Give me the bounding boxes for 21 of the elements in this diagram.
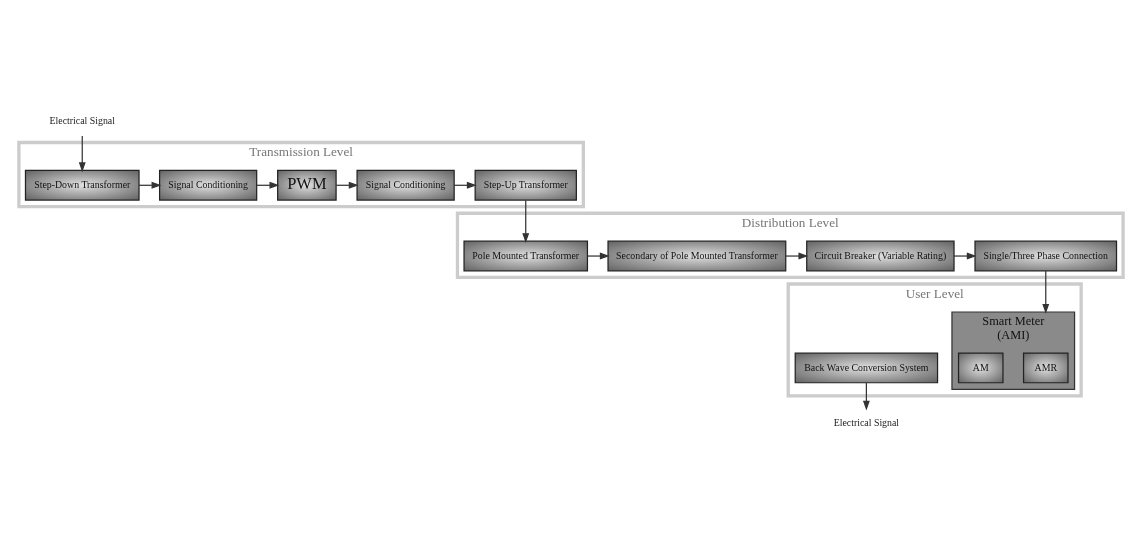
node-box: Pole Mounted Transformer [463,240,589,271]
node-box: AMR [1022,352,1069,383]
node-box: Signal Conditioning [158,169,258,201]
node-box: Step-Down Transformer [24,169,140,201]
node-box: Circuit Breaker (Variable Rating) [806,240,955,271]
arrow [586,252,610,259]
arrow [785,252,809,259]
arrow [1042,269,1050,314]
node-box: AM [957,352,1004,383]
node-box: PWM [277,169,337,201]
arrow [862,381,870,411]
node-box: Signal Conditioning [356,169,455,201]
arrow [78,135,86,172]
node-text: Electrical Signal [49,114,115,126]
arrow [953,252,977,259]
node-box: Step-Up Transformer [474,169,577,201]
arrow [522,199,530,243]
node-box: Back Wave Conversion System [794,352,939,383]
node-box: Single/Three Phase Connection [974,240,1118,271]
node-box: Secondary of Pole Mounted Transformer [607,240,787,271]
node-text: Electrical Signal [833,416,900,428]
